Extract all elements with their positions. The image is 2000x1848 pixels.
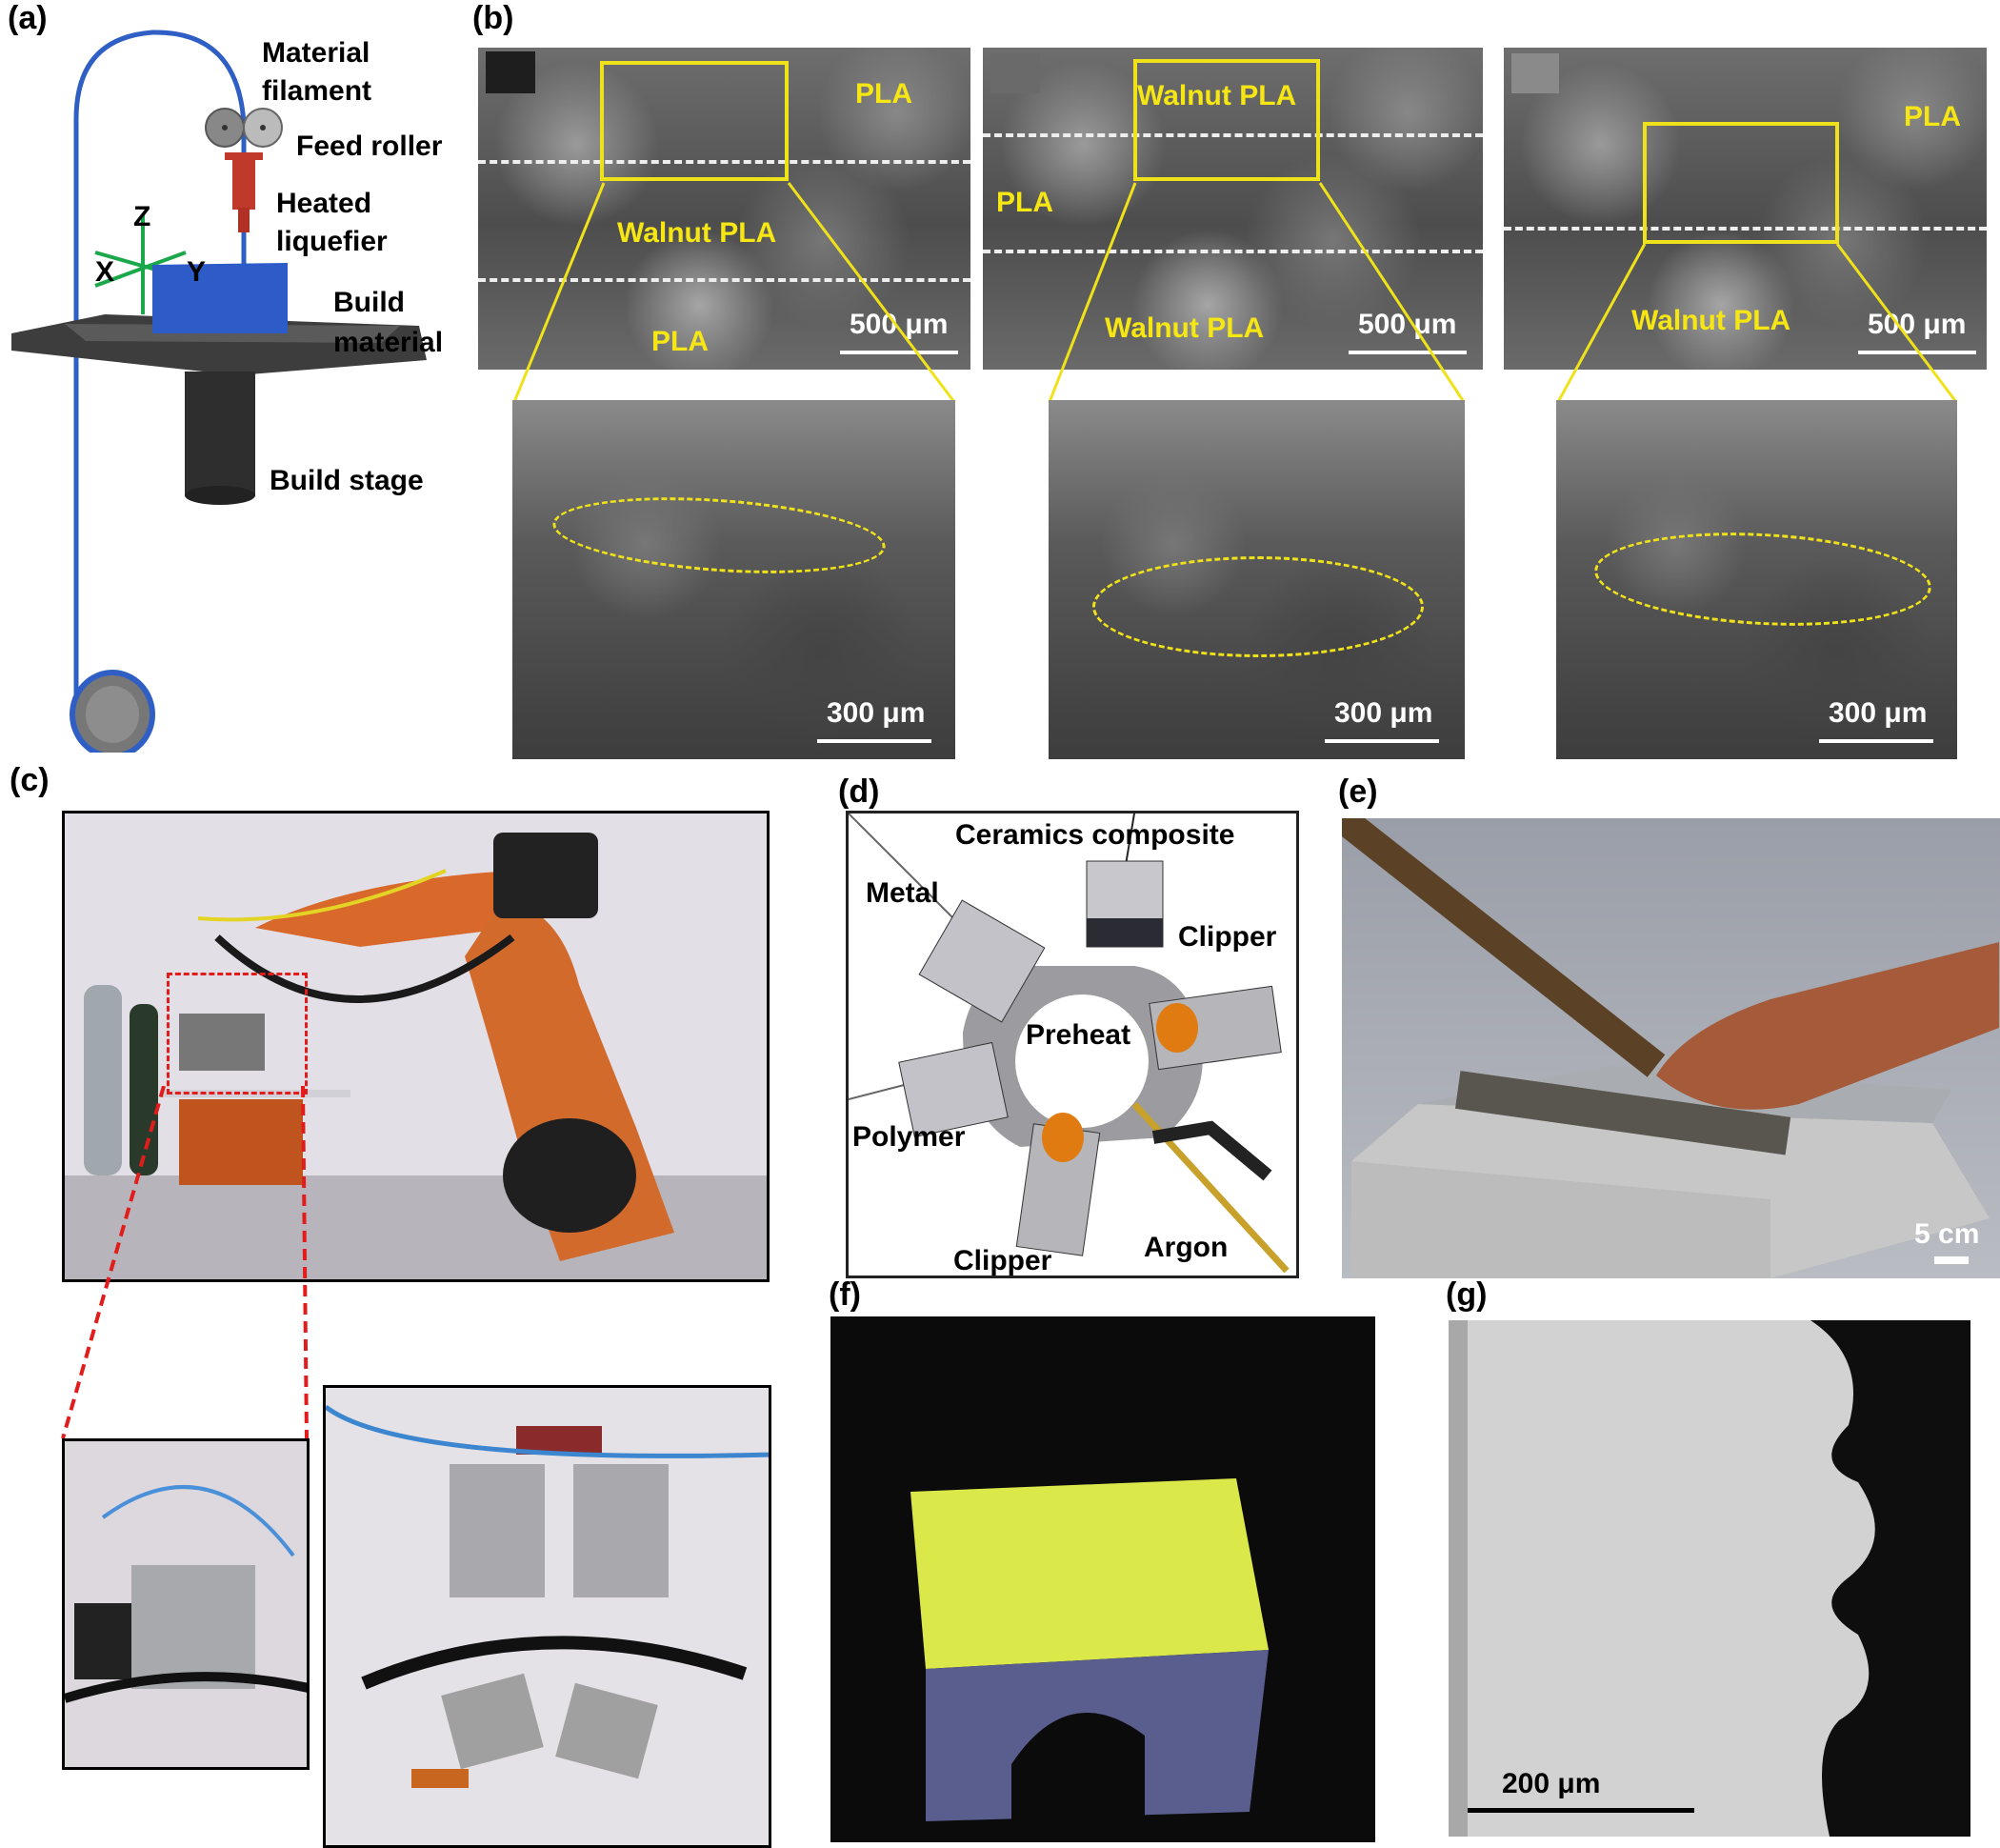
label-pla: PLA	[651, 326, 709, 357]
label-heated: Heated	[276, 188, 372, 219]
panel-label-c: (c)	[10, 762, 50, 798]
label-clipper-bottom: Clipper	[953, 1245, 1052, 1276]
label-pla: PLA	[1904, 101, 1961, 132]
scale-bar	[1468, 1808, 1694, 1813]
label-ceramics-composite: Ceramics composite	[955, 819, 1235, 851]
label-material: Material	[262, 37, 370, 69]
label-walnut-pla: Walnut PLA	[1105, 312, 1265, 344]
micrograph-cross-section: 200 μm	[1449, 1320, 1970, 1837]
robot-arm-photo	[62, 811, 770, 1282]
sem-bottom-3: 300 μm	[1556, 400, 1957, 759]
label-pla: PLA	[996, 187, 1053, 218]
label-preheat: Preheat	[1026, 1019, 1131, 1051]
label-argon: Argon	[1144, 1232, 1229, 1263]
label-feed-roller: Feed roller	[296, 131, 443, 162]
panel-label-a: (a)	[8, 0, 48, 36]
scale-label: 300 μm	[1829, 697, 1928, 729]
label-filament: filament	[262, 75, 372, 107]
print-head-closeup-photo	[62, 1438, 310, 1770]
fdm-printer-schematic	[11, 30, 427, 753]
label-liquefier: liquefier	[276, 226, 388, 257]
label-walnut-pla: Walnut PLA	[617, 217, 777, 249]
scale-label: 500 μm	[1358, 309, 1457, 340]
scale-label: 5 cm	[1914, 1218, 1980, 1250]
scale-label: 200 μm	[1502, 1768, 1601, 1799]
printed-bridge-photo	[830, 1316, 1375, 1842]
scale-label: 300 μm	[1334, 697, 1433, 729]
panel-label-g: (g)	[1446, 1276, 1488, 1313]
zoom-region-box	[167, 973, 308, 1095]
zoom-region-connectors	[61, 1086, 309, 1439]
label-build-stage: Build stage	[270, 465, 424, 496]
panel-label-e: (e)	[1338, 773, 1378, 810]
label-pla: PLA	[855, 78, 912, 110]
label-metal: Metal	[866, 877, 939, 909]
multi-tool-head-diagram: Ceramics composite Metal Clipper Preheat…	[846, 811, 1299, 1278]
sem-top-3: PLA Walnut PLA 500 μm	[1504, 48, 1987, 370]
sem-bottom-2: 300 μm	[1049, 400, 1465, 759]
tool-changer-photo	[323, 1385, 771, 1848]
label-polymer: Polymer	[852, 1121, 966, 1153]
label-build: Build	[333, 287, 405, 318]
sem-bottom-1: 300 μm	[512, 400, 955, 759]
scale-label: 500 μm	[1868, 309, 1967, 340]
sem-top-2: Walnut PLA PLA Walnut PLA 500 μm	[983, 48, 1483, 370]
panel-label-f: (f)	[829, 1276, 861, 1313]
axis-y-label: Y	[187, 256, 207, 288]
label-walnut-pla: Walnut PLA	[1631, 305, 1791, 336]
sem-top-1: PLA Walnut PLA PLA 500 μm	[478, 48, 970, 370]
label-walnut-pla: Walnut PLA	[1137, 80, 1297, 111]
label-clipper-top: Clipper	[1178, 921, 1277, 953]
metal-printing-photo: 5 cm	[1342, 818, 2000, 1278]
label-material-2: material	[333, 327, 444, 358]
scale-label: 300 μm	[827, 697, 926, 729]
axis-z-label: Z	[133, 201, 151, 232]
axis-x-label: X	[95, 256, 115, 288]
panel-label-b: (b)	[472, 0, 514, 36]
scale-label: 500 μm	[850, 309, 949, 340]
panel-label-d: (d)	[838, 773, 880, 810]
